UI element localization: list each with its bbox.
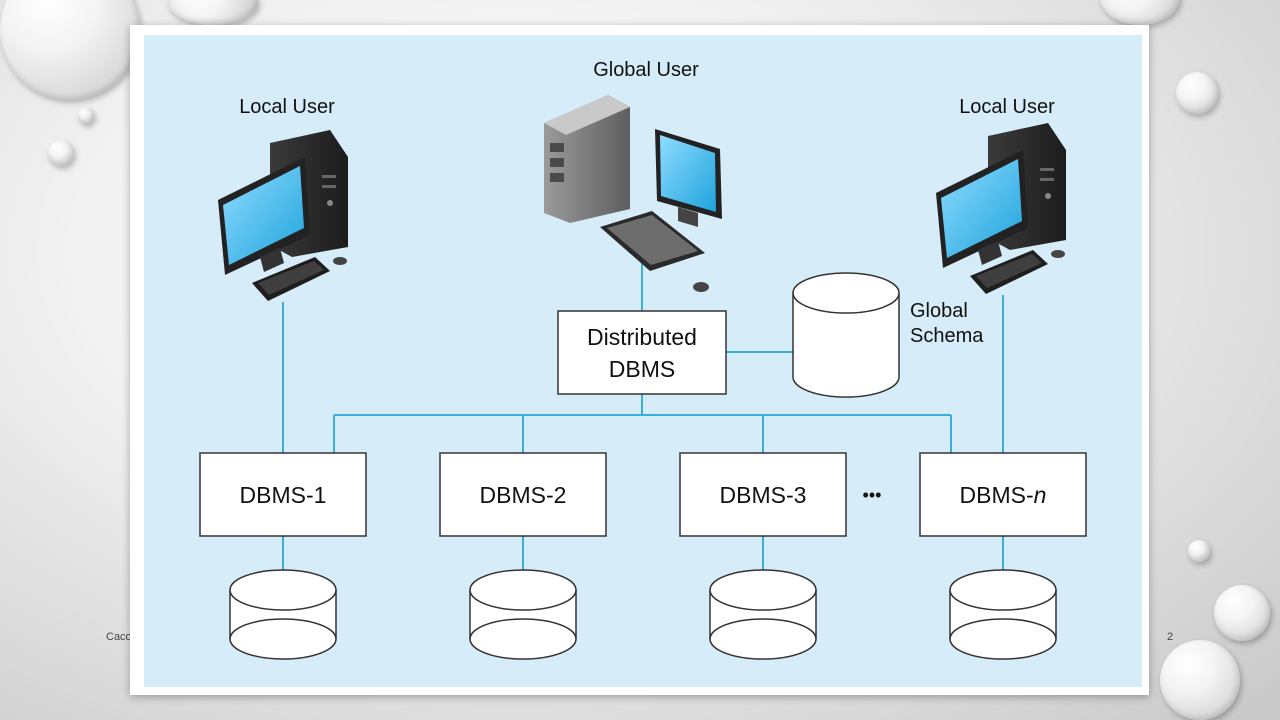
dbms-1-box xyxy=(199,452,367,537)
page-number: 2 xyxy=(1167,631,1174,643)
database-cylinder-icon xyxy=(792,272,900,398)
global-user-label: Global User xyxy=(593,59,699,81)
local-user-right-label: Local User xyxy=(959,96,1055,118)
dbms-n-prefix: DBMS- xyxy=(960,482,1034,508)
ellipsis: ••• xyxy=(863,485,882,505)
water-drop-decoration xyxy=(0,0,140,100)
dbms-2-label: DBMS-2 xyxy=(480,482,567,508)
dbms-3-box xyxy=(679,452,847,537)
desktop-computer-icon xyxy=(936,123,1066,294)
diagram-frame: Local User Global User Local User xyxy=(130,25,1149,695)
connectors xyxy=(282,255,1004,570)
database-cylinder-icon xyxy=(229,569,337,660)
water-drop-decoration xyxy=(168,0,258,25)
distributed-dbms-line1: Distributed xyxy=(587,324,697,350)
desktop-computer-icon xyxy=(218,130,348,301)
water-drop-decoration xyxy=(1214,585,1270,641)
footer-text: Caco xyxy=(106,631,132,643)
ddbms-diagram: Local User Global User Local User xyxy=(144,35,1142,687)
global-schema-line2: Schema xyxy=(910,325,984,347)
database-cylinder-icon xyxy=(709,569,817,660)
database-cylinder-icon xyxy=(469,569,577,660)
tower-computer-icon xyxy=(544,95,722,292)
dbms-n-box xyxy=(919,452,1087,537)
water-drop-decoration xyxy=(1160,640,1240,720)
dbms-2-box xyxy=(439,452,607,537)
dbms-n-suffix: n xyxy=(1034,482,1047,508)
dbms-3-label: DBMS-3 xyxy=(720,482,807,508)
distributed-dbms-box xyxy=(557,310,727,395)
local-user-left-label: Local User xyxy=(239,96,335,118)
distributed-dbms-line2: DBMS xyxy=(609,356,675,382)
database-cylinder-icon xyxy=(949,569,1057,660)
water-drop-decoration xyxy=(78,108,94,124)
water-drop-decoration xyxy=(1100,0,1180,25)
dbms-1-label: DBMS-1 xyxy=(240,482,327,508)
water-drop-decoration xyxy=(48,140,74,166)
water-drop-decoration xyxy=(1176,72,1218,114)
global-schema-line1: Global xyxy=(910,300,968,322)
water-drop-decoration xyxy=(1188,540,1210,562)
dbms-n-label: DBMS-n xyxy=(960,482,1047,508)
